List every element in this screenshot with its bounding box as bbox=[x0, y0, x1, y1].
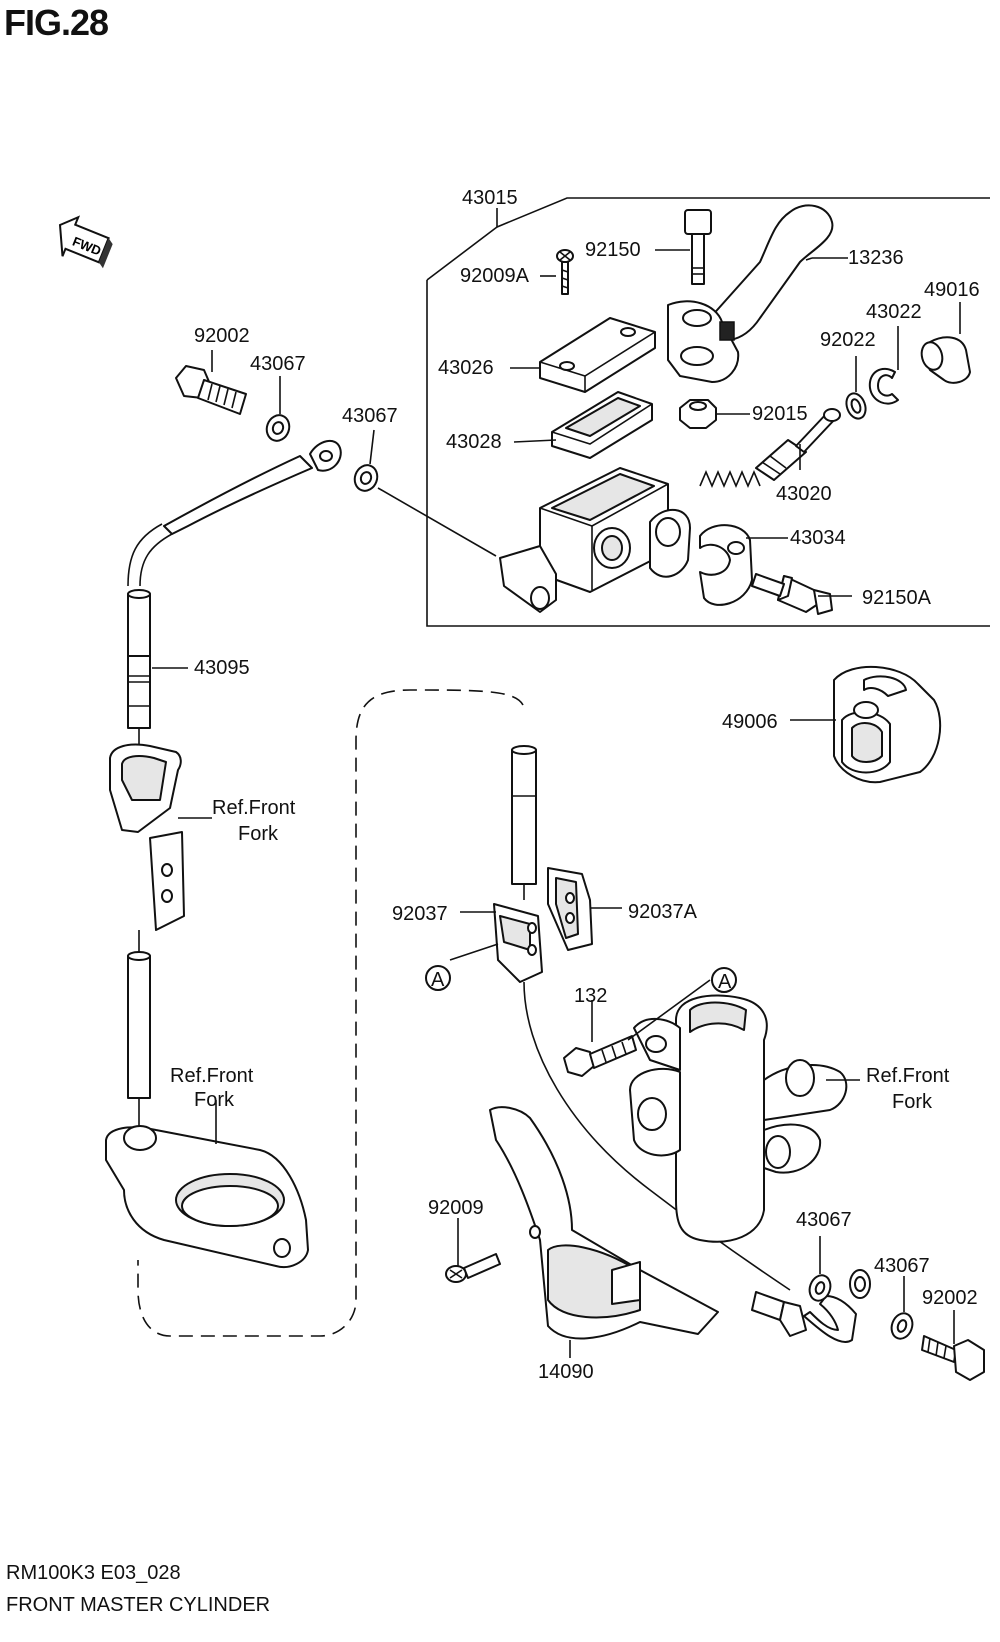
label-43067-c: 43067 bbox=[796, 1209, 852, 1231]
hose-protector-49006 bbox=[833, 665, 942, 784]
bolt-132 bbox=[563, 1035, 637, 1077]
figure-code: RM100K3 E03_028 bbox=[6, 1562, 181, 1584]
label-43067-b: 43067 bbox=[342, 405, 398, 427]
washer-43067-d bbox=[890, 1312, 914, 1340]
hose-segment-center bbox=[511, 745, 537, 900]
label-callout-a1: A bbox=[431, 969, 445, 991]
label-43020: 43020 bbox=[776, 483, 832, 505]
label-43034: 43034 bbox=[790, 527, 846, 549]
reservoir-cap-43026 bbox=[539, 317, 656, 393]
fwd-arrow-icon: FWD bbox=[58, 215, 113, 269]
pivot-bolt-92150 bbox=[684, 209, 712, 285]
label-43022: 43022 bbox=[866, 301, 922, 323]
label-92009a: 92009A bbox=[460, 265, 530, 287]
clamp-43034 bbox=[699, 524, 753, 606]
label-49016: 49016 bbox=[924, 279, 980, 301]
label-ref-front-fork-2b: Fork bbox=[194, 1089, 235, 1111]
master-cylinder-body bbox=[499, 467, 691, 613]
hose-fitting-lower bbox=[751, 1269, 871, 1343]
washer-43067-b bbox=[353, 464, 379, 492]
hose-route-dashed bbox=[137, 689, 524, 1337]
label-43026: 43026 bbox=[438, 357, 494, 379]
label-ref-front-fork-3a: Ref.Front bbox=[866, 1065, 950, 1087]
screw-92009a bbox=[556, 249, 574, 295]
fork-bracket-lower-left bbox=[105, 1125, 309, 1268]
brake-hose-43095 bbox=[127, 439, 342, 760]
washer-43067-a bbox=[265, 414, 291, 442]
assembly-bracket-43015 bbox=[426, 197, 990, 627]
leader-washer-to-body bbox=[377, 487, 497, 557]
label-ref-front-fork-3b: Fork bbox=[892, 1091, 933, 1113]
leader-lines bbox=[152, 249, 961, 1358]
figure-name: FRONT MASTER CYLINDER bbox=[6, 1594, 271, 1616]
label-92150a: 92150A bbox=[862, 587, 932, 609]
hose-guide-upper-left bbox=[109, 743, 185, 952]
screw-92009 bbox=[445, 1253, 501, 1283]
label-43028: 43028 bbox=[446, 431, 502, 453]
disc-guard-14090 bbox=[489, 1106, 719, 1340]
hose-line-lower bbox=[523, 981, 791, 1291]
boot-49016 bbox=[920, 336, 971, 384]
label-92002-top: 92002 bbox=[194, 325, 250, 347]
nut-92015 bbox=[679, 399, 717, 429]
label-ref-front-fork-2a: Ref.Front bbox=[170, 1065, 254, 1087]
brake-lever-13236 bbox=[667, 204, 834, 383]
label-132: 132 bbox=[574, 985, 607, 1007]
washer-43067-c bbox=[808, 1274, 832, 1302]
label-92037a: 92037A bbox=[628, 901, 698, 923]
label-92037: 92037 bbox=[392, 903, 448, 925]
label-92009: 92009 bbox=[428, 1197, 484, 1219]
figure-title: FIG.28 bbox=[4, 2, 109, 43]
fork-leg-bottom bbox=[629, 994, 848, 1243]
label-ref-front-fork-1a: Ref.Front bbox=[212, 797, 296, 819]
label-92150: 92150 bbox=[585, 239, 641, 261]
banjo-bolt-92002-bottom bbox=[921, 1335, 985, 1381]
label-ref-front-fork-1b: Fork bbox=[238, 823, 279, 845]
hose-guide-92037 bbox=[493, 903, 543, 983]
circlip-43022 bbox=[868, 367, 899, 405]
hose-segment-lower-left bbox=[127, 951, 151, 1126]
label-92002-bottom: 92002 bbox=[922, 1287, 978, 1309]
washer-92022 bbox=[845, 392, 867, 420]
piston-spring-43020 bbox=[699, 408, 841, 489]
label-14090: 14090 bbox=[538, 1361, 594, 1383]
label-49006: 49006 bbox=[722, 711, 778, 733]
diaphragm-43028 bbox=[551, 391, 653, 459]
bolt-92150a bbox=[751, 573, 833, 615]
label-43067-d: 43067 bbox=[874, 1255, 930, 1277]
label-callout-a2: A bbox=[718, 971, 732, 993]
label-13236: 13236 bbox=[848, 247, 904, 269]
label-92022: 92022 bbox=[820, 329, 876, 351]
callout-circle-a1 bbox=[425, 965, 451, 991]
label-43067-a: 43067 bbox=[250, 353, 306, 375]
callout-circle-a2 bbox=[711, 967, 737, 993]
label-43015: 43015 bbox=[462, 187, 518, 209]
label-92015: 92015 bbox=[752, 403, 808, 425]
banjo-bolt-92002-top bbox=[175, 365, 247, 415]
label-43095: 43095 bbox=[194, 657, 250, 679]
hose-guide-92037a bbox=[547, 867, 593, 951]
